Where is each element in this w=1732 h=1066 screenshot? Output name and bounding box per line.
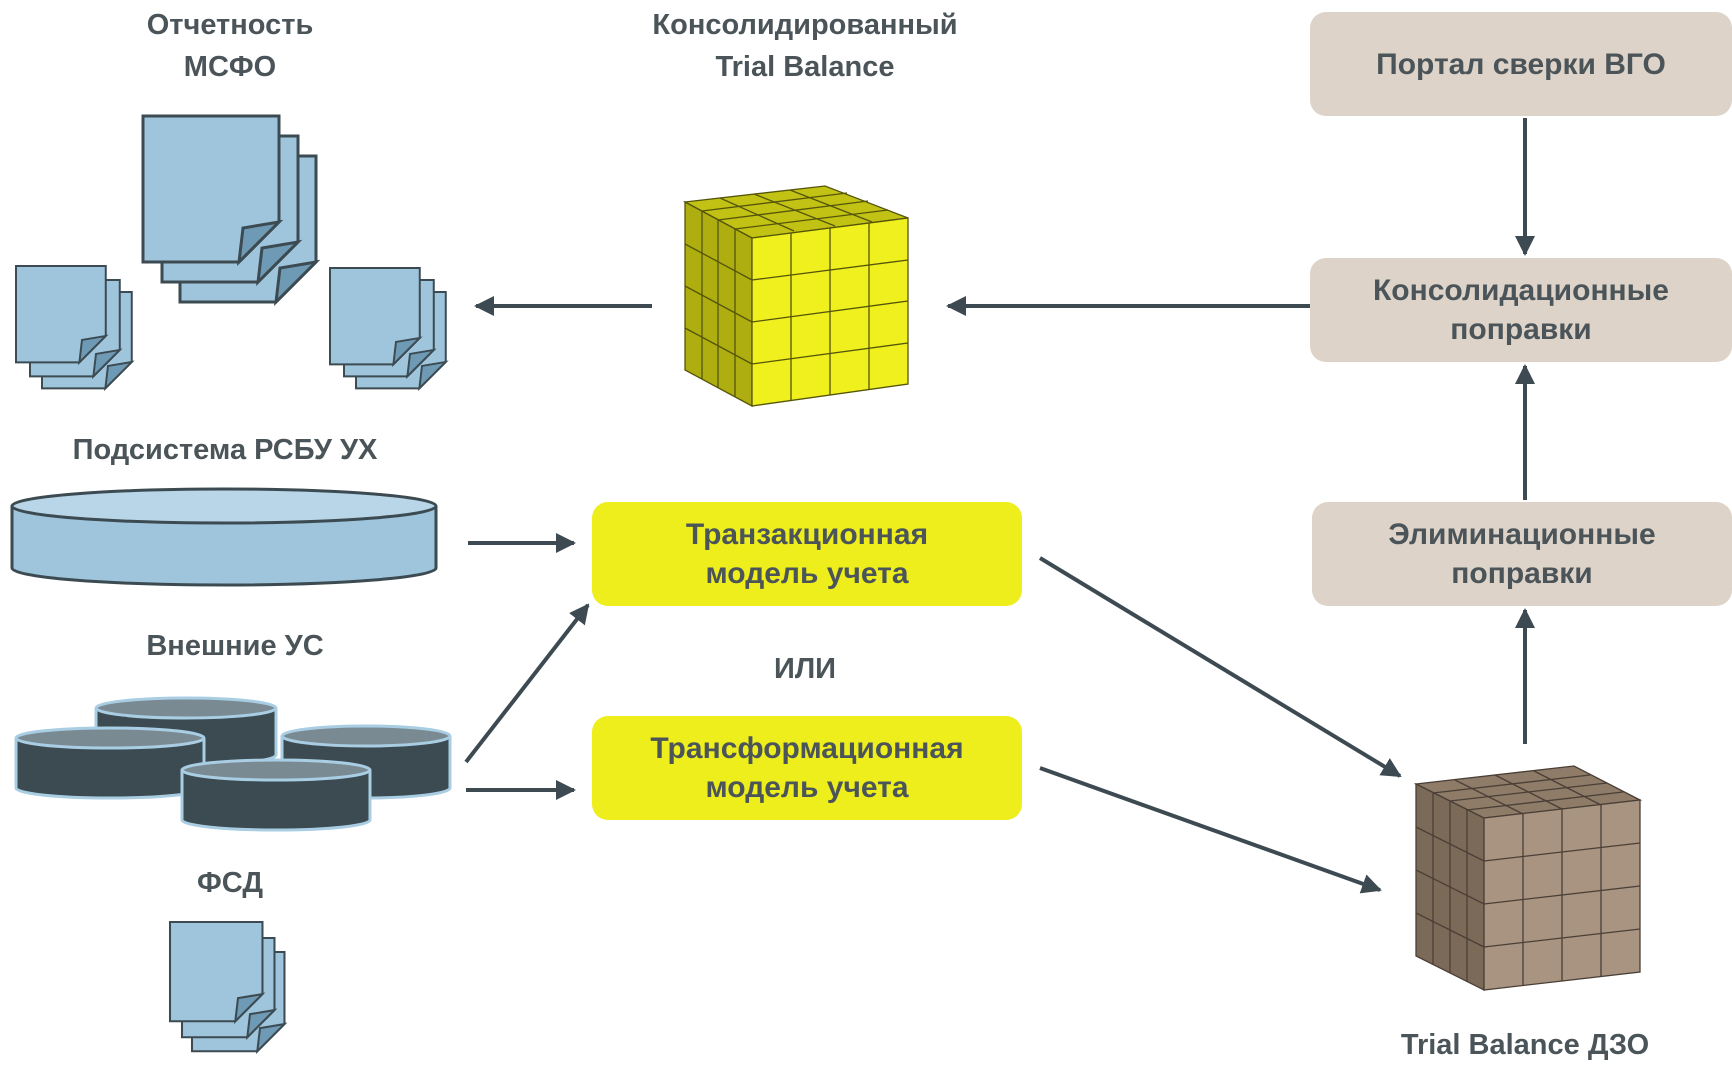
rsbu-subsystem-label: Подсистема РСБУ УХ (72, 434, 378, 466)
rsbu-database-icon (10, 487, 438, 587)
ifrs-label-line1: Отчетность (146, 9, 314, 41)
ifrs-reporting-label: Отчетность МСФО (110, 4, 350, 88)
arrow-external-to-trans (464, 603, 590, 764)
consolidation-adjustments-box: Консолидационные поправки (1310, 258, 1732, 362)
elimination-adjustments-box: Элиминационные поправки (1312, 502, 1732, 606)
consol-line1: Консолидационные (1372, 274, 1669, 307)
arrow-trans-to-tbdzo (1038, 556, 1402, 778)
consol-line2: поправки (1450, 313, 1592, 346)
elim-line1: Элиминационные (1388, 518, 1656, 551)
arrow-transform-to-tbdzo (1039, 766, 1382, 894)
transformational-model-box: Трансформационная модель учета (592, 716, 1022, 820)
elim-line2: поправки (1451, 557, 1593, 590)
tb-dzo-label: Trial Balance ДЗО (1400, 1029, 1650, 1061)
consolidated-tb-line2: Trial Balance (715, 51, 895, 83)
transform-line1: Трансформационная (650, 732, 964, 765)
ifrs-document-stack-icon (141, 114, 318, 304)
consolidated-tb-cube-icon (682, 185, 909, 408)
external-systems-database-icon (14, 696, 452, 832)
fsd-label: ФСД (197, 867, 263, 899)
tb-dzo-cube-icon (1413, 765, 1643, 992)
trans-line2: модель учета (705, 557, 909, 590)
transform-line2: модель учета (705, 771, 909, 804)
external-systems-label: Внешние УС (146, 630, 324, 662)
portal-vgo-box: Портал сверки ВГО (1310, 12, 1732, 116)
ifrs-label-line2: МСФО (183, 51, 277, 83)
or-label: ИЛИ (773, 653, 837, 685)
consolidated-tb-label: Консолидированный Trial Balance (600, 4, 1010, 88)
fsd-document-stack-icon (168, 920, 286, 1053)
consolidated-tb-line1: Консолидированный (652, 9, 958, 41)
trans-line1: Транзакционная (685, 518, 929, 551)
transactional-model-box: Транзакционная модель учета (592, 502, 1022, 606)
document-stack-left-icon (15, 265, 133, 390)
document-stack-right-icon (329, 267, 447, 390)
portal-vgo-label: Портал сверки ВГО (1376, 47, 1666, 81)
